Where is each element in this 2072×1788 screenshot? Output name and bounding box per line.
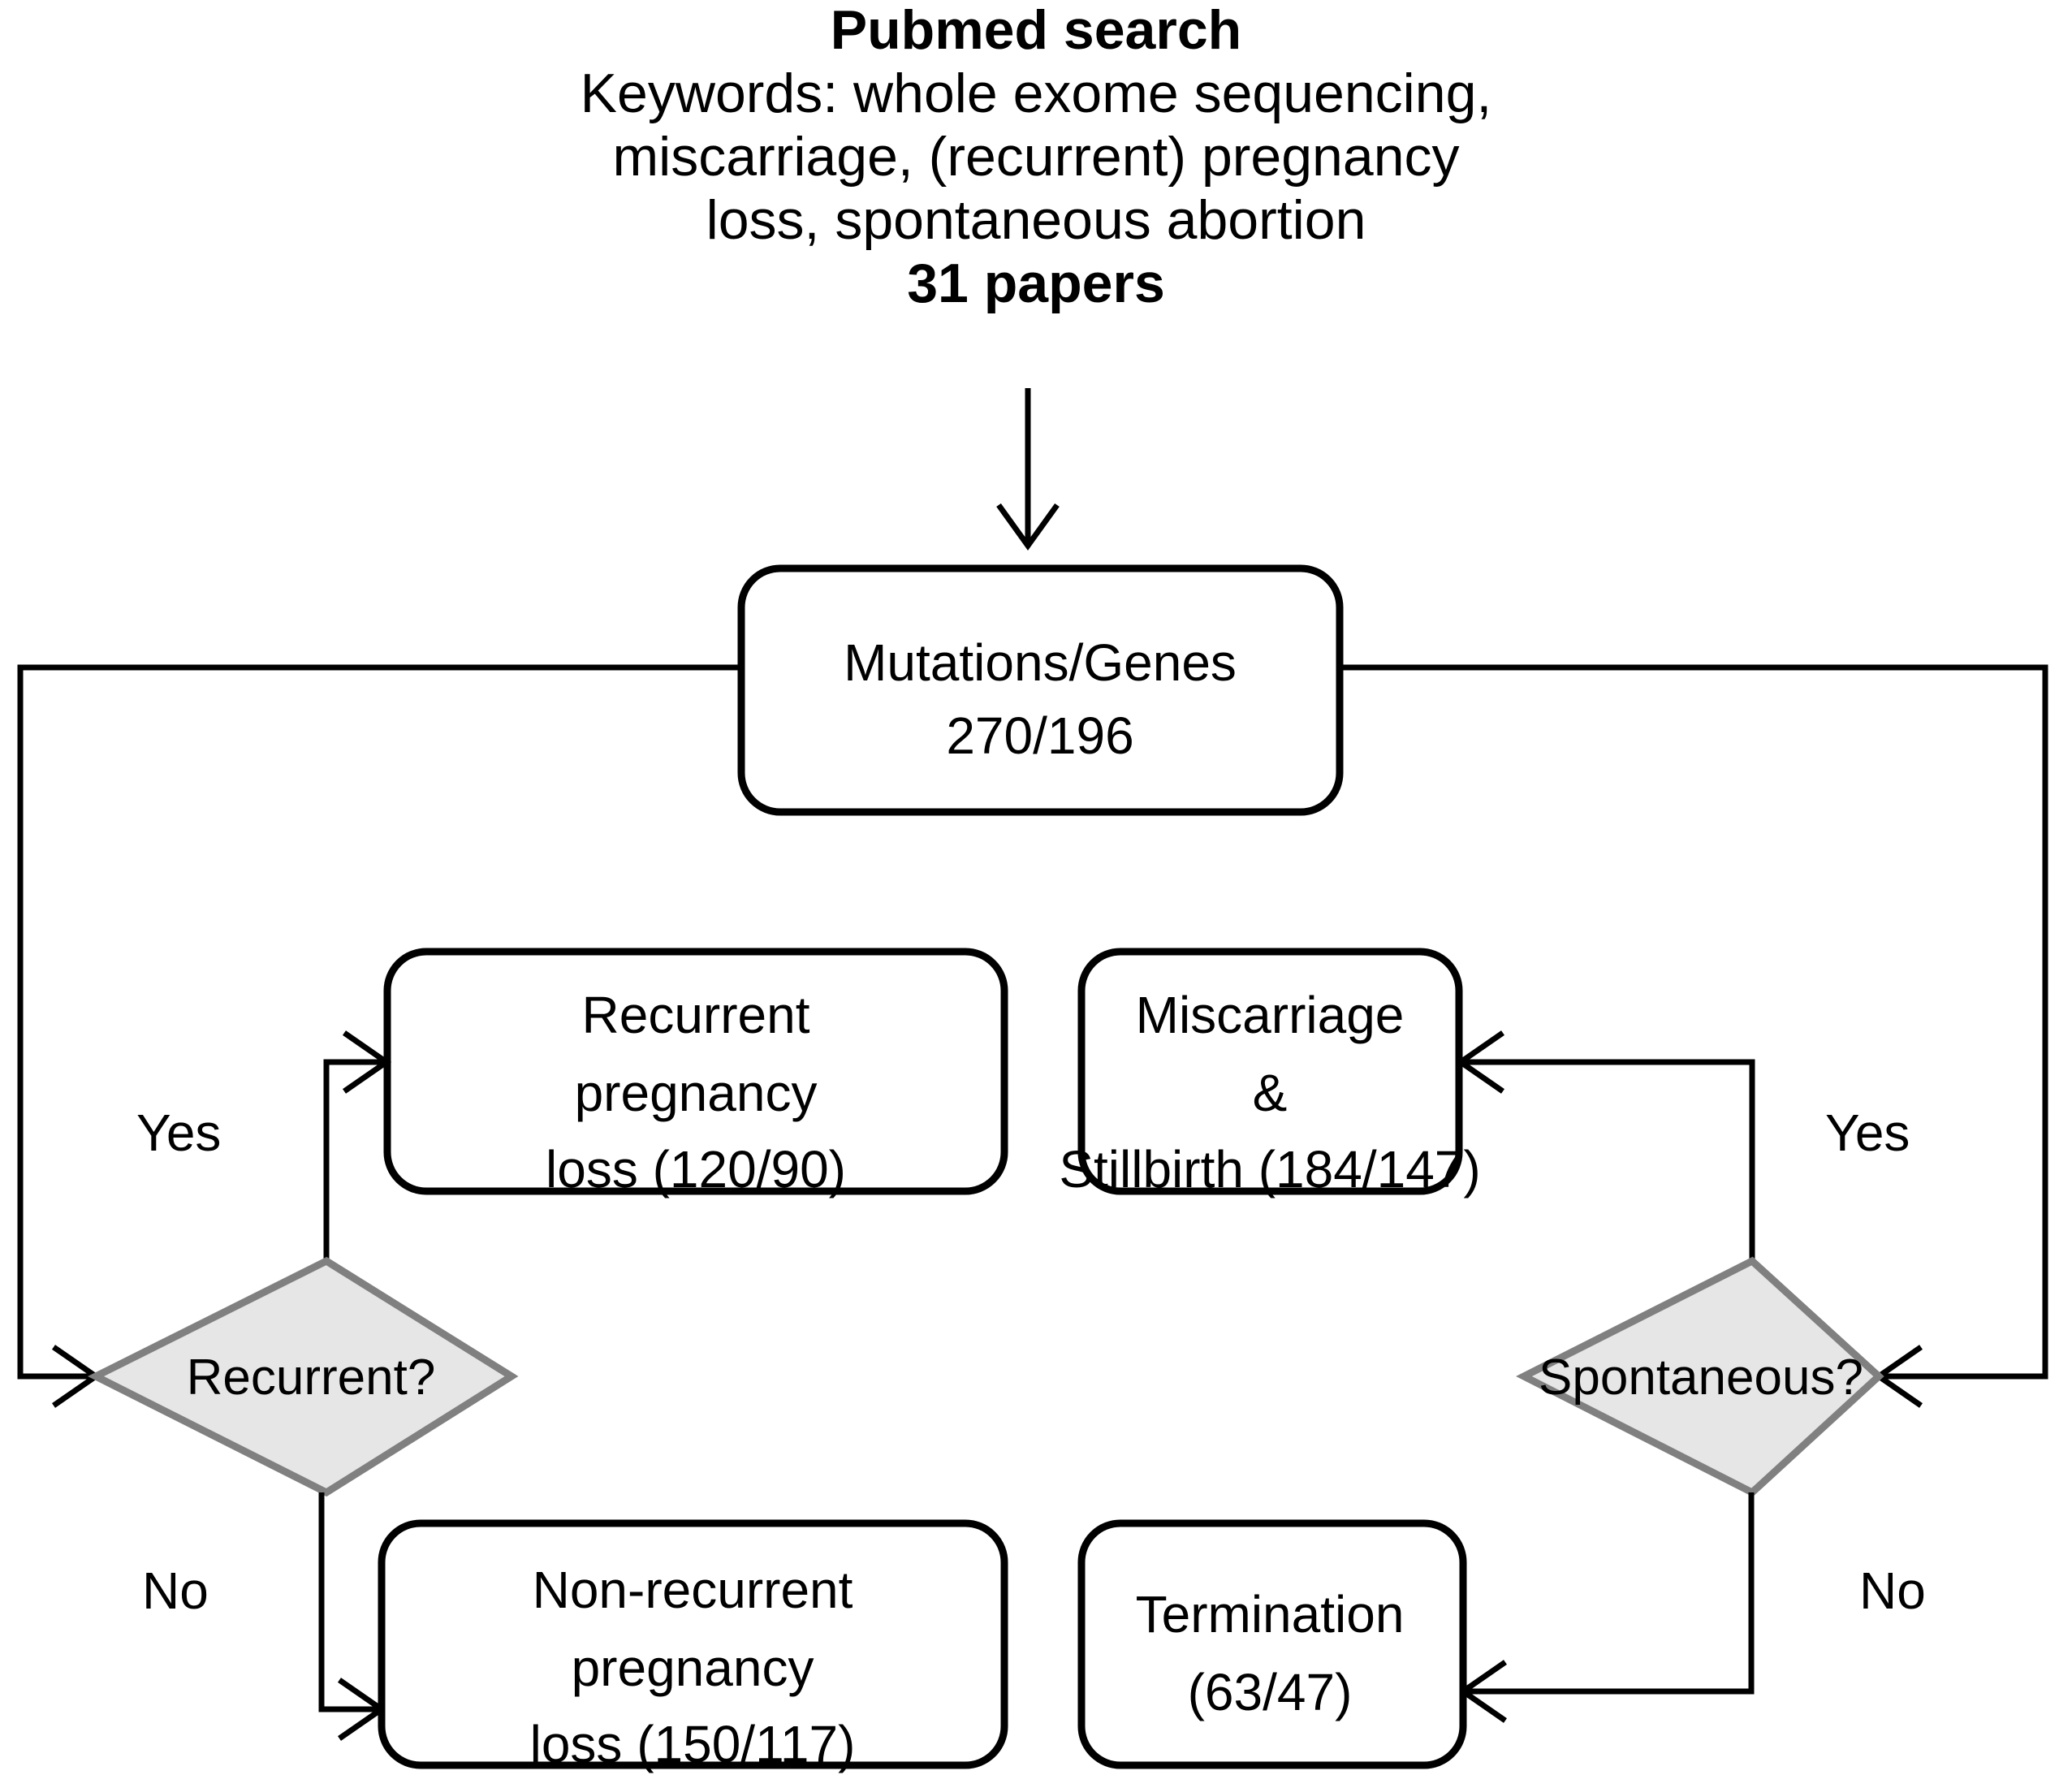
node-nonrecurrent-pregnancy-loss-line-1: Non-recurrent [533,1561,853,1619]
node-miscarriage-stillbirth-line-2: & [1253,1064,1288,1122]
header-title: Pubmed search [831,0,1241,61]
node-miscarriage-stillbirth-line-1: Miscarriage [1136,986,1405,1044]
connector-spontaneous-no [1457,1492,1755,1723]
node-nonrecurrent-pregnancy-loss-shape [378,1519,1008,1769]
node-miscarriage-stillbirth-line-3: Stillbirth (184/147) [1059,1140,1480,1198]
node-nonrecurrent-pregnancy-loss-line-3: loss (150/117) [530,1715,856,1773]
connector-header-to-root [996,388,1060,551]
node-termination-line-1: Termination [1136,1585,1405,1643]
node-decision-spontaneous[interactable]: Spontaneous? [1516,1256,1884,1497]
node-recurrent-pregnancy-loss-line-2: pregnancy [575,1064,818,1122]
node-mutations-genes[interactable]: Mutations/Genes 270/196 [737,564,1344,816]
edge-label-left-no: No [142,1561,209,1620]
header-paper-count: 31 papers [907,253,1165,314]
edge-label-right-yes: Yes [1825,1103,1910,1162]
node-mutations-genes-line-1: Mutations/Genes [844,633,1237,692]
connector-recurrent-yes [323,1030,392,1261]
node-recurrent-pregnancy-loss[interactable]: Recurrent pregnancy loss (120/90) [383,948,1008,1198]
node-nonrecurrent-pregnancy-loss[interactable]: Non-recurrent pregnancy loss (150/117) [378,1519,1008,1773]
node-recurrent-pregnancy-loss-line-3: loss (120/90) [546,1140,846,1198]
node-decision-recurrent-shape [87,1256,519,1497]
node-decision-recurrent-label: Recurrent? [187,1350,436,1406]
connector-recurrent-no [318,1492,387,1741]
header-keywords-line-2: miscarriage, (recurrent) pregnancy [612,126,1459,188]
header-keywords-line-1: Keywords: whole exome sequencing, [581,63,1492,124]
node-mutations-genes-line-2: 270/196 [946,706,1133,765]
edge-label-left-yes: Yes [136,1103,221,1162]
node-decision-recurrent[interactable]: Recurrent? [87,1256,519,1497]
node-termination-line-2: (63/47) [1188,1663,1353,1721]
node-termination-shape [1077,1519,1467,1769]
node-miscarriage-stillbirth-shape [1077,948,1463,1195]
edge-label-right-no: No [1859,1561,1926,1620]
node-recurrent-pregnancy-loss-line-1: Recurrent [582,986,810,1044]
node-nonrecurrent-pregnancy-loss-line-2: pregnancy [572,1639,814,1697]
node-mutations-genes-shape [737,564,1344,816]
node-decision-spontaneous-label: Spontaneous? [1539,1350,1863,1406]
node-recurrent-pregnancy-loss-shape [383,948,1008,1195]
node-miscarriage-stillbirth[interactable]: Miscarriage & Stillbirth (184/147) [1059,948,1481,1198]
node-termination[interactable]: Termination (63/47) [1077,1519,1467,1769]
header-keywords-line-3: loss, spontaneous abortion [706,189,1366,251]
connector-spontaneous-yes [1455,1030,1755,1261]
